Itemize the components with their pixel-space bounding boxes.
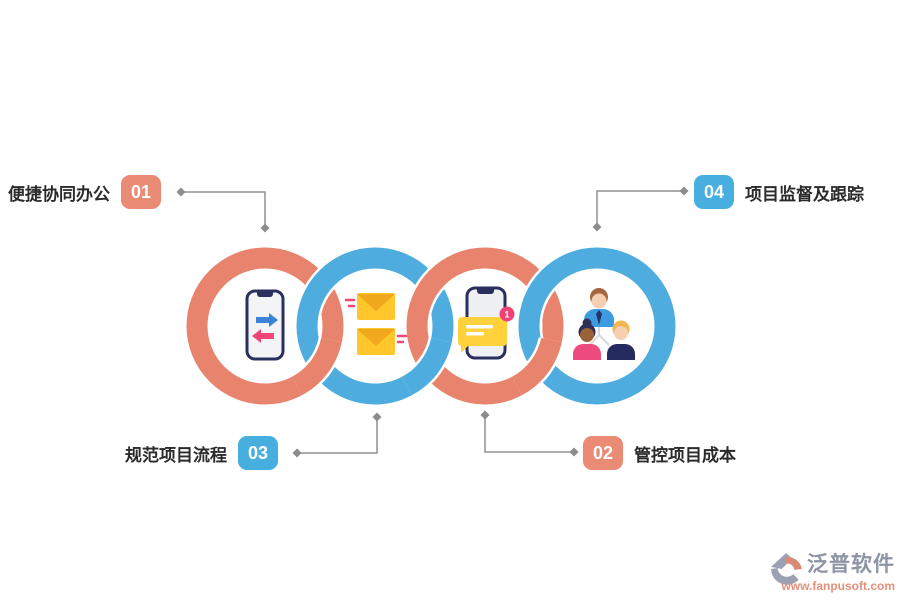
callout-02: 02 管控项目成本 [583,436,736,470]
callout-04-label: 项目监督及跟踪 [745,184,864,204]
svg-text:1: 1 [504,310,509,320]
arrow-right-icon [256,313,278,327]
person-left [573,318,601,360]
ring-interlace-arcs [290,336,565,398]
connector-03 [297,417,378,454]
connector-02 [484,415,574,453]
callout-02-label: 管控项目成本 [634,445,736,465]
ring-4 [516,245,678,407]
motion-dashes-icon [344,298,408,344]
connector-01 [181,191,266,228]
watermark-url: www.fanpusoft.com [781,579,895,593]
callout-03-badge: 03 [238,436,278,470]
fanpu-logo-icon [771,553,802,585]
mail-icon [344,293,408,355]
phone-chat-icon: 1 [458,286,515,360]
callout-01-label: 便捷协同办公 [8,184,110,204]
callout-04-badge: 04 [694,175,734,209]
callout-01-badge: 01 [121,175,161,209]
callout-03: 规范项目流程 03 [125,436,278,470]
notification-badge: 1 [499,306,515,322]
callout-01: 便捷协同办公 01 [8,175,161,209]
org-lines [589,326,610,346]
fanpu-watermark: 泛普软件 www.fanpusoft.com [769,549,897,593]
connector-lines [181,190,684,454]
callout-02-badge: 02 [583,436,623,470]
person-top [584,288,614,327]
watermark-brand: 泛普软件 [807,553,895,576]
ring-3 [404,245,566,407]
callout-04: 04 项目监督及跟踪 [694,175,864,209]
ring-1 [184,245,346,407]
ring-2 [294,245,456,407]
person-right [607,320,635,360]
team-icon [573,288,635,360]
connector-04 [596,190,684,227]
phone-transfer-icon [245,289,285,361]
arrow-left-icon [252,329,274,343]
connector-diamonds [176,186,689,458]
callout-03-label: 规范项目流程 [125,445,227,465]
